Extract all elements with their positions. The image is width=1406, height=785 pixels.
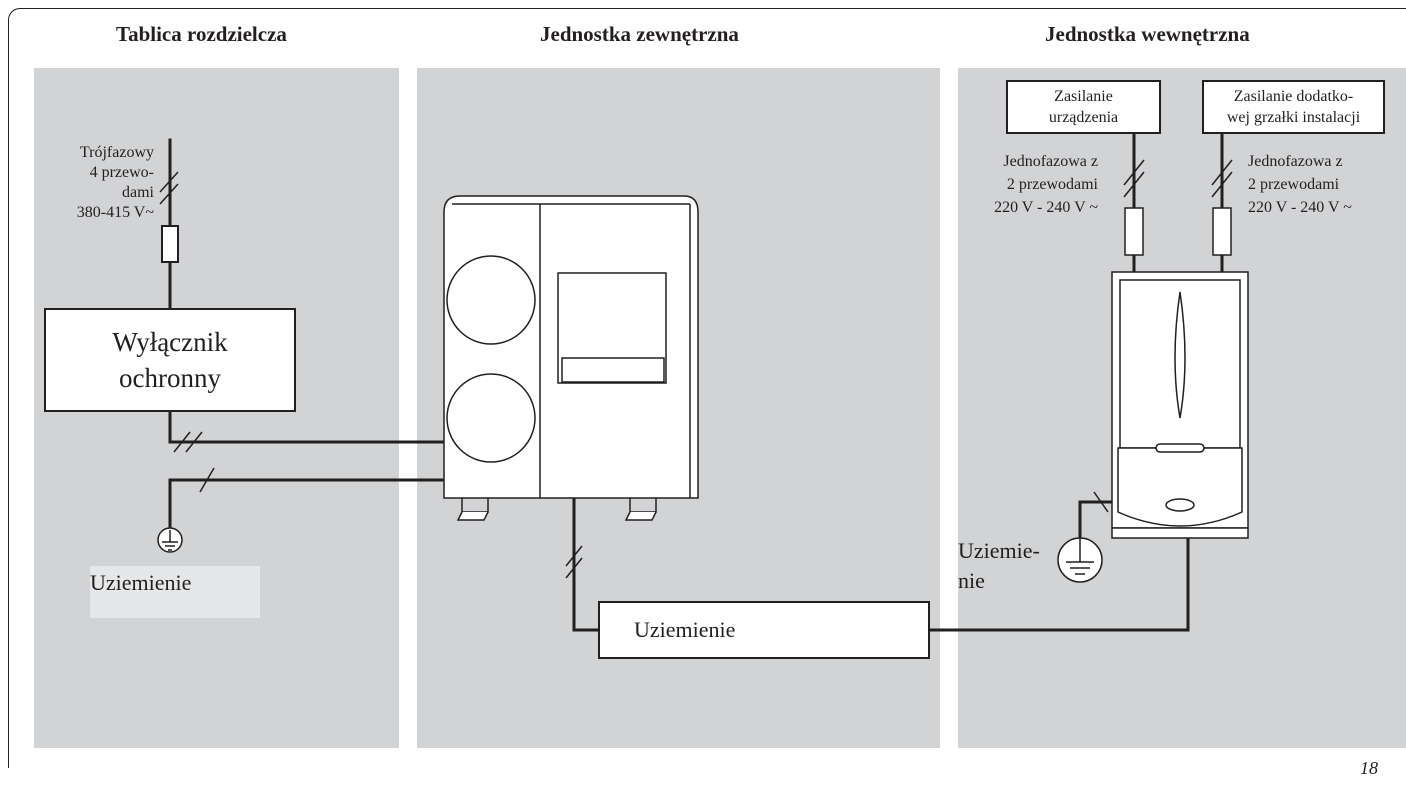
unit-spec-line-1: Jednofazowa z — [1003, 153, 1098, 170]
supply-spec-line-3: dami — [122, 184, 154, 201]
heater-spec-line-2: 2 przewodami — [1248, 176, 1340, 193]
heater-fuse-icon — [1212, 207, 1232, 256]
earth-label-bg — [90, 566, 260, 618]
unit-supply-line-1: Zasilanie — [1054, 88, 1113, 105]
supply-spec-line-4: 380-415 V~ — [76, 204, 154, 221]
heater-spec-line-1: Jednofazowa z — [1248, 153, 1343, 170]
heater-supply-line-2: wej grzałki instalacji — [1226, 109, 1361, 126]
heater-supply-box: Zasilanie dodatko- wej grzałki instalacj… — [1202, 80, 1385, 134]
indoor-earth-line-2: nie — [958, 568, 985, 593]
indoor-ground-icon — [1057, 537, 1103, 583]
header-switchboard: Tablica rozdzielcza — [116, 22, 287, 46]
ground-icon — [157, 527, 183, 553]
heater-spec-line-3: 220 V - 240 V ~ — [1248, 199, 1352, 216]
page-frame — [8, 8, 1406, 768]
outdoor-unit-icon — [443, 195, 699, 521]
earth-box: Uziemienie — [598, 601, 930, 659]
heater-supply-line-1: Zasilanie dodatko- — [1233, 88, 1354, 105]
unit-spec-line-2: 2 przewodami — [1006, 176, 1098, 193]
breaker-box: Wyłącznik ochronny — [44, 308, 296, 412]
indoor-unit-icon — [1111, 271, 1249, 539]
unit-spec-line-3: 220 V - 240 V ~ — [994, 199, 1098, 216]
header-indoor-unit: Jednostka wewnętrzna — [1045, 22, 1250, 46]
indoor-earth-label: Uziemie- nie — [958, 536, 1040, 596]
header-outdoor-unit: Jednostka zewnętrzna — [540, 22, 739, 46]
heater-supply-spec: Jednofazowa z 2 przewodami 220 V - 240 V… — [1248, 150, 1398, 219]
unit-fuse-icon — [1124, 207, 1144, 256]
switchboard-earth-label: Uziemienie — [90, 570, 192, 595]
supply-spec-label: Trójfazowy 4 przewo- dami 380-415 V~ — [36, 143, 154, 223]
indoor-earth-line-1: Uziemie- — [958, 538, 1040, 563]
unit-supply-line-2: urządzenia — [1048, 109, 1119, 126]
supply-spec-line-1: Trójfazowy — [79, 144, 154, 161]
breaker-line-2: ochronny — [119, 363, 221, 393]
supply-spec-line-2: 4 przewo- — [89, 164, 154, 181]
unit-supply-spec: Jednofazowa z 2 przewodami 220 V - 240 V… — [960, 150, 1098, 219]
page-number: 18 — [1360, 758, 1378, 778]
breaker-line-1: Wyłącznik — [112, 327, 228, 357]
indoor-earth-cable — [1078, 500, 1120, 540]
unit-supply-box: Zasilanie urządzenia — [1006, 80, 1161, 134]
indoor-comm-cable — [926, 538, 1190, 632]
earth-box-label: Uziemienie — [634, 617, 736, 642]
fuse-icon — [161, 225, 179, 263]
